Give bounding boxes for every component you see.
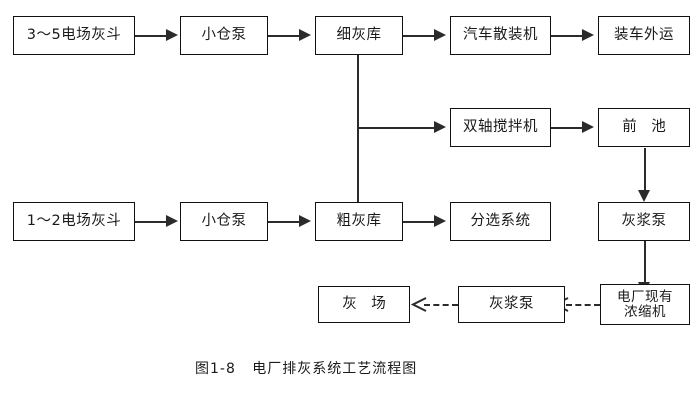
node-coarse-silo[interactable]: 粗灰库 [315, 202, 403, 241]
edge-pump-top-to-fine-silo-line [268, 35, 301, 37]
edge-hopper35-to-pump-top-line [135, 35, 168, 37]
node-bulk-loader[interactable]: 汽车散装机 [450, 16, 551, 55]
edge-slurry-pump-bottom-to-ash-yard-line [424, 304, 458, 306]
edge-fore-pool-to-slurry-pump-line [644, 148, 646, 193]
node-truck-out[interactable]: 装车外运 [598, 16, 690, 55]
node-ash-yard[interactable]: 灰 场 [318, 286, 410, 323]
node-fore-pool[interactable]: 前 池 [598, 108, 690, 147]
edge-slurry-pump-to-thickener-line [644, 240, 646, 285]
edge-fine-silo-to-mixer-arrow [434, 121, 446, 133]
edge-fine-silo-to-bulk-loader-arrow [434, 29, 446, 41]
edge-pump-bottom-to-coarse-silo-arrow [299, 215, 311, 227]
edge-mixer-to-fore-pool-line [551, 127, 584, 129]
node-fine-silo[interactable]: 细灰库 [315, 16, 403, 55]
edge-slurry-pump-bottom-to-ash-yard-arrow [410, 296, 428, 313]
edge-fine-silo-to-bulk-loader-line [403, 35, 436, 37]
node-hopper12[interactable]: 1〜2电场灰斗 [13, 202, 135, 241]
edge-hopper35-to-pump-top-arrow [166, 29, 178, 41]
edge-hopper12-to-pump-bottom-line [135, 221, 168, 223]
edge-pump-top-to-fine-silo-arrow [299, 29, 311, 41]
edge-pump-bottom-to-coarse-silo-line [268, 221, 301, 223]
edge-fine-silo-to-mixer-line [357, 127, 436, 129]
node-hopper35[interactable]: 3〜5电场灰斗 [13, 16, 135, 55]
node-thickener[interactable]: 电厂现有 浓缩机 [600, 284, 690, 325]
node-pump-top[interactable]: 小仓泵 [180, 16, 268, 55]
figure-caption: 图1-8 电厂排灰系统工艺流程图 [195, 361, 418, 377]
edge-bulk-loader-to-truck-out-line [551, 35, 584, 37]
node-mixer[interactable]: 双轴搅拌机 [450, 108, 551, 147]
node-slurry-pump-bottom[interactable]: 灰浆泵 [458, 286, 565, 323]
node-pump-bottom[interactable]: 小仓泵 [180, 202, 268, 241]
edge-fore-pool-to-slurry-pump-arrow [638, 190, 650, 202]
edge-mixer-to-fore-pool-arrow [582, 121, 594, 133]
edge-fine-silo-to-coarse-silo-line [357, 55, 359, 205]
edge-coarse-silo-to-sorting-arrow [434, 215, 446, 227]
edge-hopper12-to-pump-bottom-arrow [166, 215, 178, 227]
node-sorting[interactable]: 分选系统 [450, 202, 551, 241]
edge-thickener-to-slurry-pump-bottom-line [566, 304, 600, 306]
node-slurry-pump-right[interactable]: 灰浆泵 [598, 202, 690, 241]
edge-bulk-loader-to-truck-out-arrow [582, 29, 594, 41]
edge-coarse-silo-to-sorting-line [403, 221, 436, 223]
